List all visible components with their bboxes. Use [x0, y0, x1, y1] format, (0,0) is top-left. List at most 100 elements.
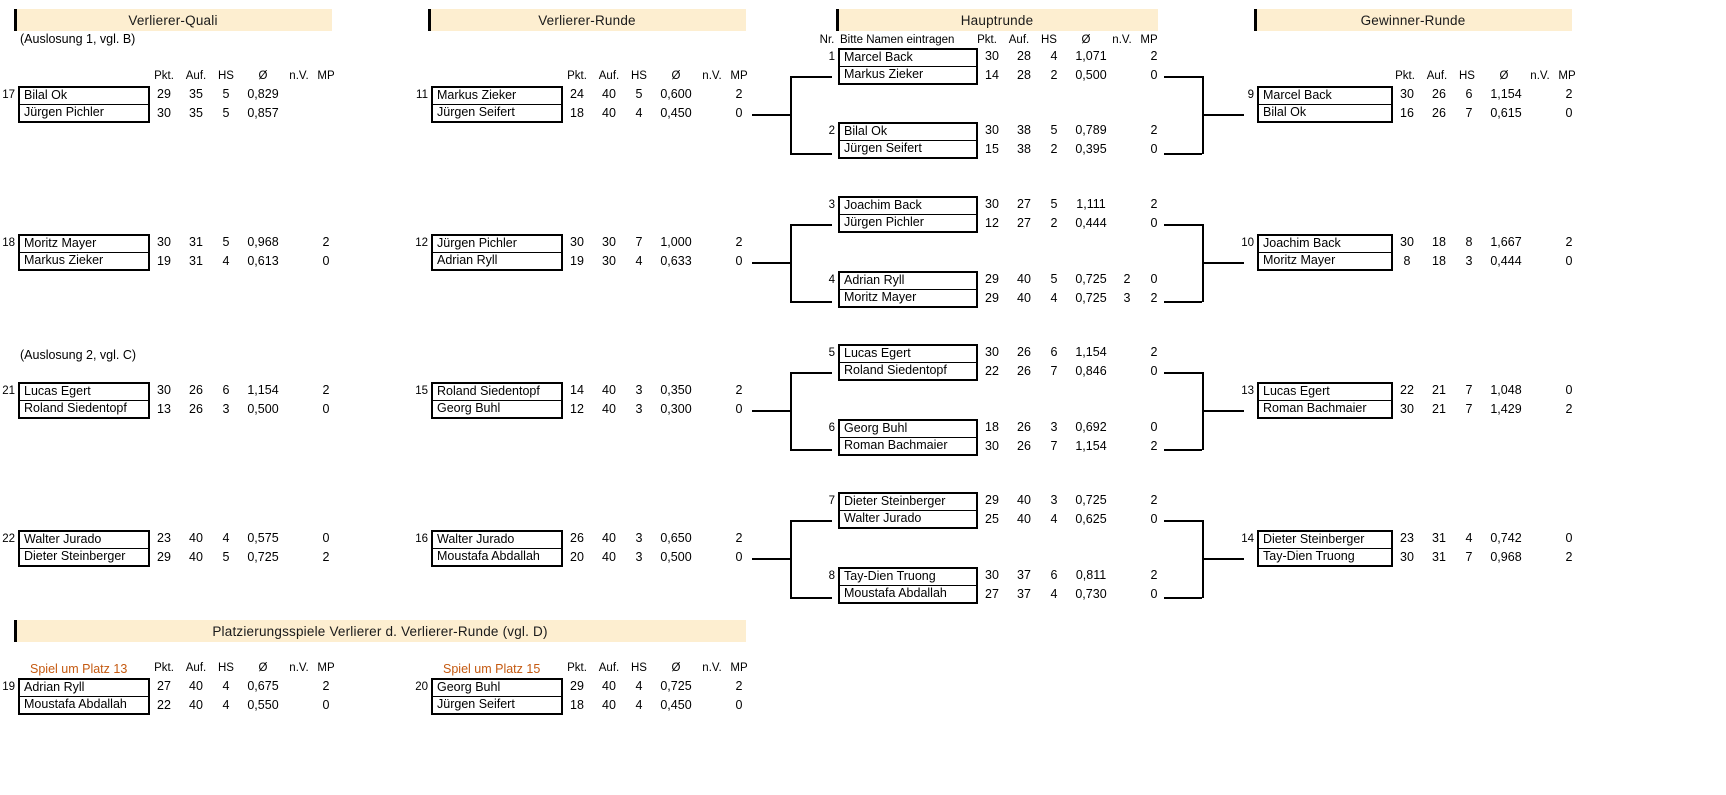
stat-avg: 0,725 [1075, 291, 1107, 305]
stat-nv [699, 401, 725, 420]
stat-hs: 4 [635, 254, 643, 268]
stat-auf: 28 [1017, 49, 1031, 63]
stat-auf: 40 [602, 550, 616, 564]
player-name-box[interactable]: Jürgen Pichler [431, 234, 563, 253]
connector-line [1202, 114, 1244, 116]
player-name-box[interactable]: Markus Zieker [18, 252, 150, 271]
player-name-box[interactable]: Bilal Ok [838, 122, 978, 141]
player-name-box[interactable]: Joachim Back [838, 196, 978, 215]
player-name-box[interactable]: Roland Siedentopf [838, 362, 978, 381]
stat-auf: 31 [189, 235, 203, 249]
stat-nv [699, 549, 725, 568]
player-name-box[interactable]: Markus Zieker [838, 66, 978, 85]
stat-header-auf: Auf. [185, 662, 207, 674]
player-name-box[interactable]: Marcel Back [838, 48, 978, 67]
match-number: 19 [2, 681, 15, 693]
stat-header-auf: Auf. [598, 662, 620, 674]
stat-auf: 40 [189, 550, 203, 564]
stat-auf: 38 [1017, 123, 1031, 137]
player-name-box[interactable]: Moustafa Abdallah [431, 548, 563, 567]
match-number: 18 [2, 237, 15, 249]
stat-nv [699, 382, 725, 401]
player-name-box[interactable]: Jürgen Seifert [838, 140, 978, 159]
player-name-box[interactable]: Tay-Dien Truong [1257, 548, 1393, 567]
stat-header-auf: Auf. [185, 70, 207, 82]
stat-hs: 8 [1465, 235, 1473, 249]
stat-mp: 2 [1150, 197, 1158, 211]
stat-pkt: 18 [570, 106, 584, 120]
stat-nv [1114, 122, 1140, 141]
player-name-box[interactable]: Marcel Back [1257, 86, 1393, 105]
player-name-box[interactable]: Joachim Back [1257, 234, 1393, 253]
player-name-box[interactable]: Lucas Egert [18, 382, 150, 401]
stat-mp: 2 [1565, 402, 1573, 416]
stat-avg: 1,111 [1076, 197, 1106, 211]
stat-nv [1529, 382, 1555, 401]
stat-pkt: 8 [1403, 254, 1411, 268]
stat-hs: 3 [1050, 493, 1058, 507]
player-name-box[interactable]: Lucas Egert [1257, 382, 1393, 401]
stat-pkt: 23 [157, 531, 171, 545]
player-name-box[interactable]: Georg Buhl [838, 419, 978, 438]
player-name-box[interactable]: Tay-Dien Truong [838, 567, 978, 586]
stat-auf: 28 [1017, 68, 1031, 82]
player-name-box[interactable]: Adrian Ryll [18, 678, 150, 697]
player-name-box[interactable]: Walter Jurado [838, 510, 978, 529]
stat-header-nv: n.V. [289, 662, 309, 674]
player-name-box[interactable]: Dieter Steinberger [1257, 530, 1393, 549]
stat-pkt: 30 [157, 235, 171, 249]
stat-nv [699, 530, 725, 549]
player-name-box[interactable]: Roland Siedentopf [431, 382, 563, 401]
player-name-box[interactable]: Dieter Steinberger [838, 492, 978, 511]
stat-header-row-gewinner: Pkt. Auf. HS Ø n.V. MP [1393, 70, 1593, 84]
player-name-box[interactable]: Georg Buhl [431, 678, 563, 697]
stat-mp: 2 [1565, 235, 1573, 249]
player-name-box[interactable]: Roland Siedentopf [18, 400, 150, 419]
player-name-box[interactable]: Moustafa Abdallah [838, 585, 978, 604]
player-name-box[interactable]: Jürgen Pichler [838, 214, 978, 233]
player-name-box[interactable]: Markus Zieker [431, 86, 563, 105]
player-name-box[interactable]: Jürgen Seifert [431, 104, 563, 123]
player-name-box[interactable]: Jürgen Seifert [431, 696, 563, 715]
stat-hs: 3 [635, 383, 643, 397]
stat-nv [1114, 48, 1140, 67]
stat-avg: 0,600 [660, 87, 692, 101]
section-title-platzierungsspiele: Platzierungsspiele Verlierer d. Verliere… [212, 623, 548, 639]
player-name-box[interactable]: Moritz Mayer [838, 289, 978, 308]
stat-pkt: 29 [157, 550, 171, 564]
stat-avg: 0,625 [1075, 512, 1107, 526]
player-name-box[interactable]: Lucas Egert [838, 344, 978, 363]
stat-hs: 6 [1050, 568, 1058, 582]
player-name-box[interactable]: Moritz Mayer [18, 234, 150, 253]
player-name-box[interactable]: Adrian Ryll [431, 252, 563, 271]
player-name-box[interactable]: Walter Jurado [431, 530, 563, 549]
player-name-box[interactable]: Walter Jurado [18, 530, 150, 549]
player-name-box[interactable]: Bilal Ok [1257, 104, 1393, 123]
stat-nv [1114, 567, 1140, 586]
player-name-box[interactable]: Moritz Mayer [1257, 252, 1393, 271]
stat-nv: 2 [1123, 272, 1131, 286]
player-name-box[interactable]: Adrian Ryll [838, 271, 978, 290]
stat-header-avg: Ø [1081, 34, 1091, 46]
player-name-box[interactable]: Roman Bachmaier [838, 437, 978, 456]
stat-mp [315, 86, 337, 105]
player-name-box[interactable]: Georg Buhl [431, 400, 563, 419]
stat-pkt: 29 [985, 291, 999, 305]
player-name-box[interactable]: Roman Bachmaier [1257, 400, 1393, 419]
player-name-box[interactable]: Bilal Ok [18, 86, 150, 105]
player-name-box[interactable]: Dieter Steinberger [18, 548, 150, 567]
stat-auf: 21 [1432, 402, 1446, 416]
match-number: 10 [1241, 237, 1254, 249]
stat-avg: 0,613 [247, 254, 279, 268]
match-number: 1 [828, 51, 835, 63]
stat-hs: 4 [222, 698, 230, 712]
stat-header-nv: n.V. [289, 70, 309, 82]
player-name-box[interactable]: Moustafa Abdallah [18, 696, 150, 715]
player-name-box[interactable]: Jürgen Pichler [18, 104, 150, 123]
